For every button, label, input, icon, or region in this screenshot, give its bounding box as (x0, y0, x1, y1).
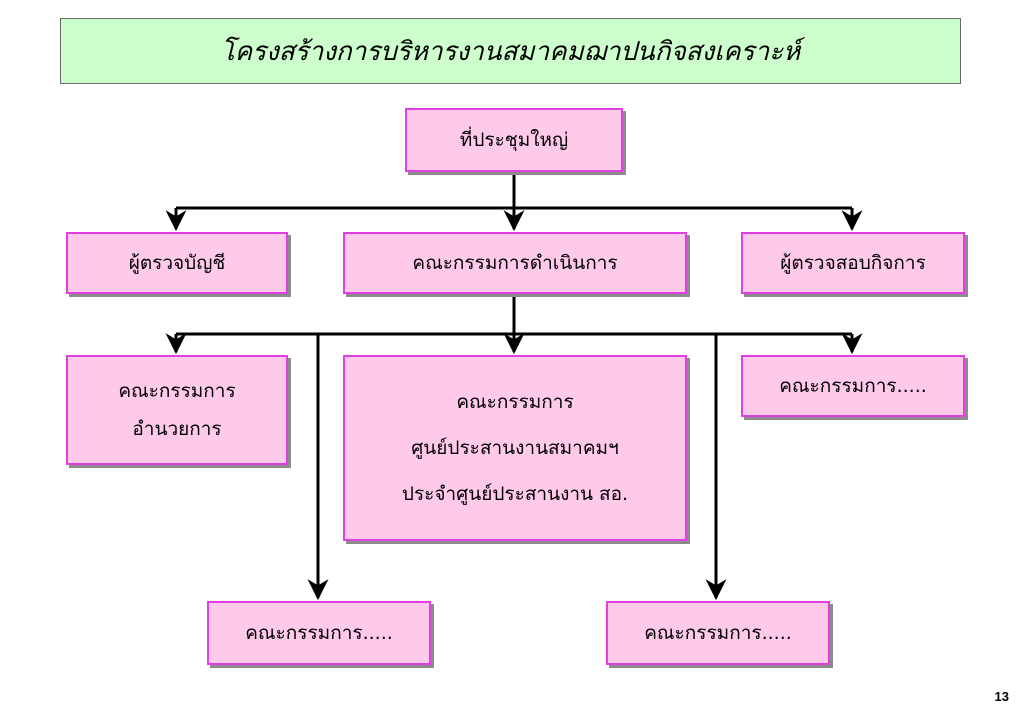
box-committee-bottom-left: คณะกรรมการ..... (207, 601, 431, 665)
box-committee-right: คณะกรรมการ..... (741, 355, 965, 417)
directing-committee-line-1: คณะกรรมการ (118, 380, 236, 402)
committee-right-label: คณะกรรมการ..... (779, 375, 927, 397)
box-executive-committee: คณะกรรมการดำเนินการ (343, 232, 687, 294)
committee-bottom-right-label: คณะกรรมการ..... (644, 622, 792, 644)
coordination-committee-line-1: คณะกรรมการ (456, 391, 574, 413)
executive-committee-label: คณะกรรมการดำเนินการ (412, 252, 618, 274)
general-meeting-label: ที่ประชุมใหญ่ (459, 129, 569, 151)
diagram-title: โครงสร้างการบริหารงานสมาคมฌาปนกิจสงเคราะ… (220, 36, 801, 67)
coordination-committee-line-3: ประจำศูนย์ประสานงาน สอ. (401, 483, 629, 505)
box-directing-committee: คณะกรรมการ อำนวยการ (66, 355, 288, 465)
page-number: 13 (994, 689, 1009, 704)
box-general-meeting: ที่ประชุมใหญ่ (405, 108, 623, 172)
coordination-committee-line-2: ศูนย์ประสานงานสมาคมฯ (411, 437, 619, 459)
business-inspector-label: ผู้ตรวจสอบกิจการ (780, 252, 926, 274)
directing-committee-line-2: อำนวยการ (132, 418, 222, 440)
box-auditor: ผู้ตรวจบัญชี (66, 232, 288, 294)
box-committee-bottom-right: คณะกรรมการ..... (606, 601, 830, 665)
auditor-label: ผู้ตรวจบัญชี (128, 252, 226, 274)
box-business-inspector: ผู้ตรวจสอบกิจการ (741, 232, 965, 294)
box-coordination-center-committee: คณะกรรมการ ศูนย์ประสานงานสมาคมฯ ประจำศูน… (343, 355, 687, 541)
committee-bottom-left-label: คณะกรรมการ..... (245, 622, 393, 644)
title-banner: โครงสร้างการบริหารงานสมาคมฌาปนกิจสงเคราะ… (60, 18, 961, 84)
